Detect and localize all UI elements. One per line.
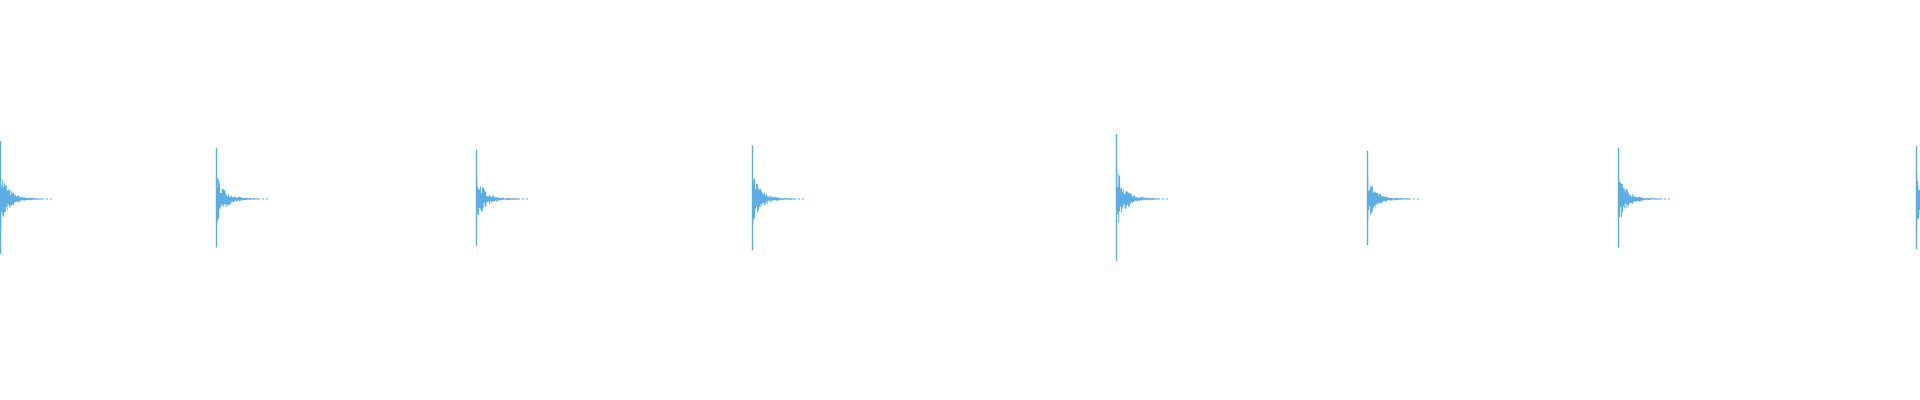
onset-transient (0, 140, 52, 255)
onset-transient (1617, 147, 1670, 248)
transient-tail (476, 178, 519, 216)
transient-tail (752, 177, 795, 224)
onset-transient (751, 145, 804, 250)
onset-transient (1115, 133, 1168, 261)
transient-tail (1367, 177, 1410, 221)
transient-tail (1116, 167, 1159, 223)
transient-tail (1916, 173, 1920, 226)
onset-transient (1366, 150, 1419, 245)
onset-transient (215, 147, 268, 248)
transient-tail (216, 177, 259, 224)
transient-tail (1618, 177, 1661, 218)
onset-transient (1915, 146, 1920, 250)
onset-transient (475, 149, 528, 246)
transient-tail (0, 179, 43, 227)
